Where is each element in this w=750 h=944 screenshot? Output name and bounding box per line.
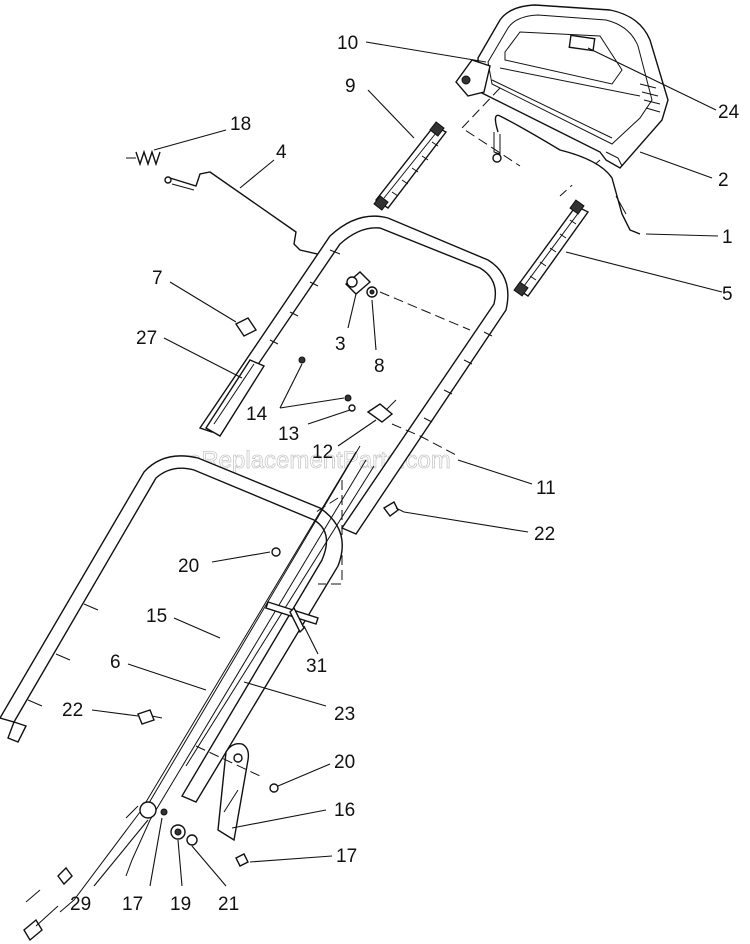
callout-29: 29: [70, 894, 91, 915]
callout-8: 8: [374, 356, 385, 377]
callout-24: 24: [718, 102, 740, 123]
leader-10: [365, 41, 487, 63]
callout-13: 13: [278, 424, 299, 445]
callout-7: 7: [152, 268, 163, 289]
leader-1: [645, 233, 719, 237]
callout-15: 15: [146, 606, 167, 627]
leader-22a: [403, 511, 529, 533]
leader-13: [307, 409, 351, 425]
hardware-13: [348, 404, 356, 412]
callout-11: 11: [536, 478, 556, 499]
callout-27: 27: [136, 328, 157, 349]
hardware-14: [298, 356, 352, 402]
callout-19: 18: [230, 114, 251, 135]
leader-29: [93, 819, 149, 887]
leader-17a: [149, 817, 163, 887]
knob: [234, 317, 258, 337]
control-rod: [164, 171, 327, 257]
spring: [126, 149, 161, 167]
callout-12: 12: [312, 442, 333, 463]
leader-5: [565, 251, 723, 293]
nut-20-lower: [269, 783, 279, 793]
leader-31: [303, 625, 319, 655]
bolt-upper: [382, 501, 405, 517]
leader-20a: [211, 551, 271, 563]
callout-9: 9: [345, 76, 356, 97]
leader-15: [173, 617, 221, 639]
leader-20b: [277, 763, 331, 787]
callout-6: 6: [110, 652, 121, 673]
cable-fitting: [23, 866, 73, 942]
cable-23: [185, 465, 375, 767]
callout-2: 2: [718, 170, 729, 191]
callout-20-upper: 20: [178, 556, 199, 577]
bracket-12: [366, 399, 397, 423]
callout-17-bottom: 17: [122, 894, 143, 915]
bracket-plate: [217, 742, 250, 842]
nut-20-upper: [271, 547, 281, 557]
leader-22b: [91, 709, 139, 717]
bolt-lower: [137, 709, 163, 725]
callout-4: 4: [276, 142, 287, 163]
callout-labels: 10 9 24 2 1 5 18 4 7 27 3 8 14 13 12 11 …: [62, 33, 740, 915]
callout-10: 10: [337, 33, 358, 54]
bail-cable: [492, 114, 641, 235]
spacer-18: [170, 824, 186, 840]
leader-2: [639, 151, 713, 179]
callout-14: 14: [246, 404, 268, 425]
cable-end-29: [125, 801, 157, 819]
callout-16: 16: [334, 800, 355, 821]
leader-19: [153, 129, 227, 151]
callout-20-lower: 20: [334, 752, 355, 773]
callout-22-lower: 22: [62, 700, 83, 721]
bushing: [344, 271, 372, 295]
leader-16: [231, 809, 327, 829]
parts: [0, 4, 669, 942]
spacer-bar-upper: [373, 121, 448, 211]
leader-3: [347, 293, 357, 329]
leader-18: [177, 839, 183, 887]
leader-lines: [91, 41, 723, 887]
screw-17a: [160, 808, 168, 816]
leader-14b: [279, 397, 345, 409]
housing-clip: [455, 59, 491, 97]
leader-7: [169, 281, 237, 323]
handle-lever: [205, 359, 266, 437]
callout-22-upper: 22: [534, 524, 555, 545]
callout-21: 21: [218, 894, 239, 915]
control-housing: [477, 4, 669, 169]
callout-31: 31: [306, 656, 327, 677]
leader-6: [127, 663, 207, 691]
callout-1: 1: [722, 227, 733, 248]
leader-11: [457, 459, 533, 485]
leader-21: [191, 845, 227, 887]
callout-5: 5: [722, 284, 733, 305]
leader-8: [371, 299, 377, 351]
upper-handle: [198, 215, 509, 535]
spacer-bar-right: [513, 199, 590, 297]
cable-tie: [265, 601, 319, 634]
leader-4: [239, 159, 275, 189]
lower-handle: [0, 455, 343, 803]
leader-24: [587, 47, 717, 111]
leader-14a: [279, 363, 303, 409]
nut: [366, 286, 378, 298]
leader-23: [243, 681, 327, 707]
callout-23: 23: [334, 704, 355, 725]
leader-9: [367, 89, 415, 139]
cable-15: [125, 459, 367, 877]
leader-17b: [249, 855, 333, 863]
leader-27: [163, 337, 243, 379]
washer-21: [186, 834, 198, 846]
callout-17-right: 17: [336, 846, 357, 867]
callout-18: 19: [170, 894, 191, 915]
leader-12: [337, 419, 377, 447]
callout-3: 3: [335, 334, 346, 355]
screw-17b: [235, 853, 249, 867]
